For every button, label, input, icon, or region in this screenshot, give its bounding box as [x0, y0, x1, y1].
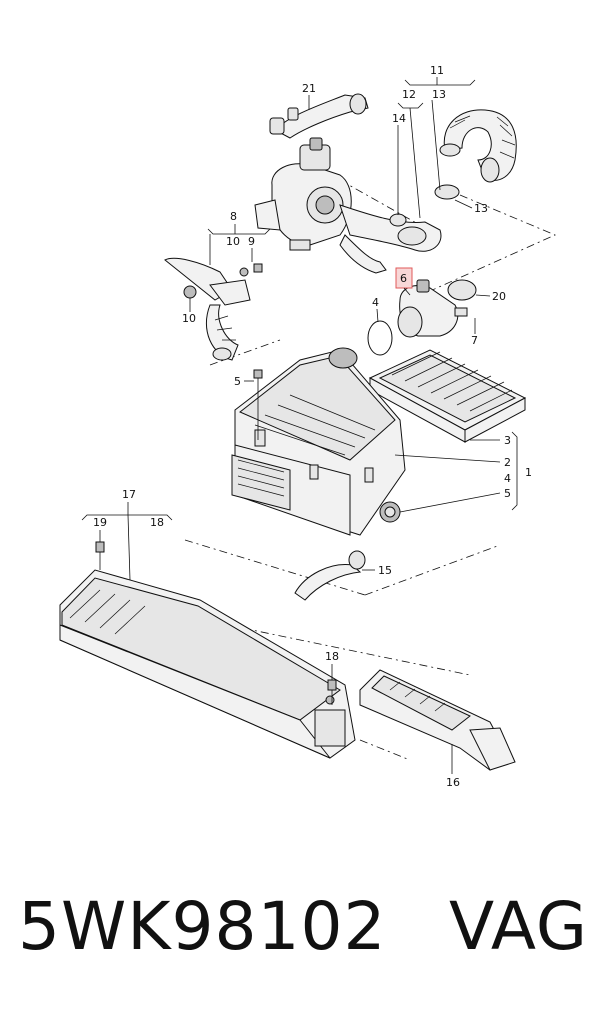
part-6-mass-air-flow-sensor — [397, 279, 468, 338]
callout-4-top: 4 — [372, 296, 379, 309]
part-21-vent-hose — [269, 93, 369, 139]
callout-10-top: 10 — [226, 235, 240, 248]
callout-13-top: 13 — [432, 88, 446, 101]
callout-5-right: 5 — [504, 487, 511, 500]
callout-5-top: 5 — [234, 375, 241, 388]
part-5-screw — [253, 369, 263, 440]
callout-12: 12 — [402, 88, 416, 101]
callout-4-right: 4 — [504, 472, 511, 485]
part-15-drain-hose — [294, 550, 366, 601]
part-12-pipe — [339, 204, 442, 274]
callout-3: 3 — [504, 434, 511, 447]
brand-name: VAG — [448, 888, 588, 965]
callout-13-bottom: 13 — [474, 202, 488, 215]
callout-16: 16 — [446, 776, 460, 789]
part-20-clamp — [447, 279, 477, 301]
callout-9: 9 — [248, 235, 255, 248]
callout-2: 2 — [504, 456, 511, 469]
callout-11: 11 — [430, 64, 444, 77]
callout-6: 6 — [400, 272, 407, 285]
callout-8: 8 — [230, 210, 237, 223]
part-11-intake-hose — [439, 109, 517, 183]
callout-21: 21 — [302, 82, 316, 95]
callout-18-top: 18 — [150, 516, 164, 529]
part-1-air-filter-housing — [231, 347, 406, 536]
part-caption: 5WK98102 VAG — [18, 888, 588, 965]
callouts: 21 11 12 13 14 13 8 10 9 10 6 20 — [81, 64, 532, 789]
callout-18-bottom: 18 — [325, 650, 339, 663]
callout-19: 19 — [93, 516, 107, 529]
callout-1: 1 — [525, 466, 532, 479]
assembly-dash-lines — [154, 179, 557, 761]
part-13-clamp-upper — [434, 184, 460, 200]
part-number: 5WK98102 — [18, 888, 387, 965]
part-3-air-filter-element — [368, 349, 527, 443]
part-4-seal-ring — [367, 320, 393, 356]
callout-17: 17 — [122, 488, 136, 501]
callout-14: 14 — [392, 112, 406, 125]
callout-20: 20 — [492, 290, 506, 303]
part-17-intake-duct — [59, 569, 356, 759]
part-8-bracket-assembly — [164, 257, 263, 361]
callout-10-bottom: 10 — [182, 312, 196, 325]
parts-diagram: 21 11 12 13 14 13 8 10 9 10 6 20 — [59, 64, 557, 789]
callout-7: 7 — [471, 334, 478, 347]
part-16-intake-duct-end — [359, 669, 516, 771]
turbocharger — [254, 137, 352, 251]
callout-15: 15 — [378, 564, 392, 577]
part-19-screw — [95, 541, 105, 570]
